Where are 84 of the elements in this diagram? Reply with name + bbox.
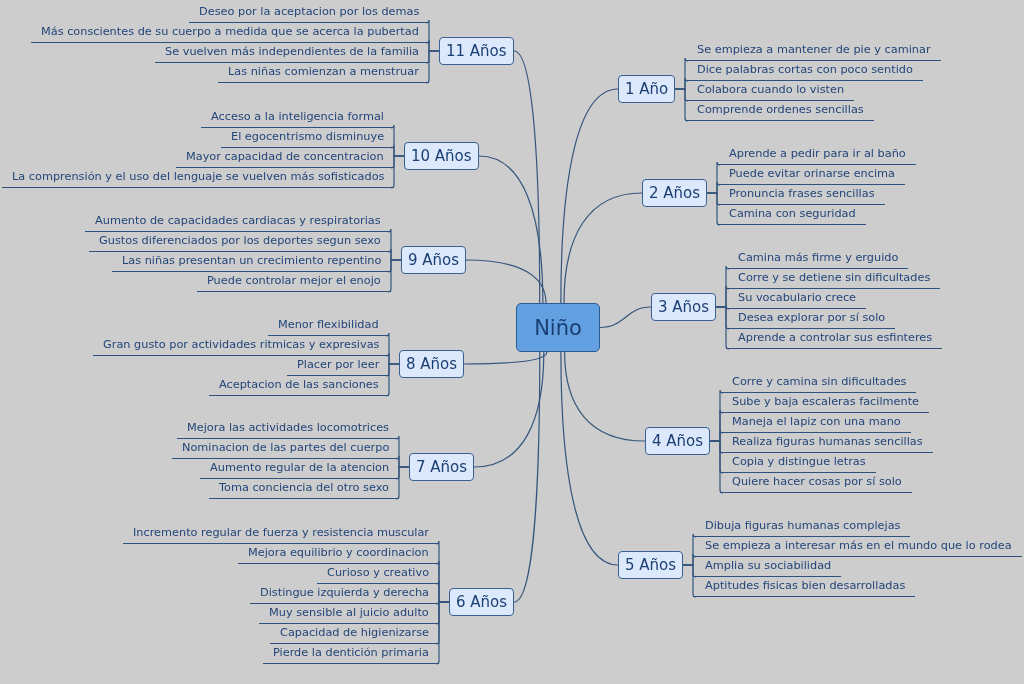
- subtopic-text: Aceptacion de las sanciones: [209, 376, 389, 396]
- subtopic-text: Curioso y creativo: [317, 564, 440, 584]
- subtopic-text: Gran gusto por actividades ritmicas y expresivas: [93, 336, 390, 356]
- connector-line: [563, 192, 643, 304]
- subtopic-text: Corre y se detiene sin dificultades: [726, 269, 941, 289]
- topic-box: 11 Años: [439, 37, 514, 65]
- subtopic-text: Aprende a controlar sus esfinteres: [726, 329, 943, 349]
- topic-box: 3 Años: [651, 293, 717, 321]
- central-topic-box: Niño: [516, 303, 600, 352]
- subtopic-text: Puede evitar orinarse encima: [717, 165, 906, 185]
- connector-line: [513, 50, 541, 304]
- subtopic-text: Aprende a pedir para ir al baño: [717, 145, 916, 165]
- connector-line: [395, 466, 410, 500]
- subtopic-text: Camina más firme y erguido: [726, 249, 909, 269]
- connector-line: [709, 440, 724, 494]
- connector-line: [387, 259, 402, 293]
- subtopic-text: Incremento regular de fuerza y resistencia muscular: [123, 524, 440, 544]
- subtopic-text: Distingue izquierda y derecha: [250, 584, 439, 604]
- topic-box: 5 Años: [618, 551, 684, 579]
- subtopic-text: Corre y camina sin dificultades: [720, 373, 917, 393]
- subtopic-text: Colabora cuando lo visten: [685, 81, 855, 101]
- subtopic-text: Aumento de capacidades cardiacas y respiratorias: [85, 212, 391, 232]
- connector-line: [390, 155, 405, 189]
- subtopic-text: Dice palabras cortas con poco sentido: [685, 61, 923, 81]
- connector-line: [435, 601, 450, 665]
- subtopic-text: Mejora las actividades locomotrices: [177, 419, 399, 439]
- subtopic-text: Pronuncia frases sencillas: [717, 185, 885, 205]
- connector-line: [564, 351, 646, 442]
- subtopic-text: Mayor capacidad de concentracion: [176, 148, 394, 168]
- topic-box: 7 Años: [409, 453, 475, 481]
- connector-line: [478, 155, 544, 304]
- subtopic-text: Pierde la dentición primaria: [263, 644, 439, 664]
- connector-line: [473, 351, 545, 468]
- subtopic-text: Se vuelven más independientes de la familia: [155, 43, 430, 63]
- connector-line: [682, 564, 697, 598]
- subtopic-text: Se empieza a mantener de pie y caminar: [685, 41, 941, 61]
- subtopic-text: Más conscientes de su cuerpo a medida que se acerca la pubertad: [31, 23, 429, 43]
- subtopic-text: El egocentrismo disminuye: [221, 128, 395, 148]
- subtopic-text: La comprensión y el uso del lenguaje se vuelven más sofisticados: [2, 168, 395, 188]
- subtopic-text: Gustos diferenciados por los deportes segun sexo: [89, 232, 391, 252]
- connector-line: [463, 351, 548, 365]
- subtopic-text: Nominacion de las partes del cuerpo: [172, 439, 400, 459]
- subtopic-text: Quiere hacer cosas por sí solo: [720, 473, 912, 493]
- topic-box: 2 Años: [642, 179, 708, 207]
- connector-line: [465, 259, 547, 304]
- subtopic-text: Toma conciencia del otro sexo: [209, 479, 399, 499]
- subtopic-text: Amplia su sociabilidad: [693, 557, 842, 577]
- subtopic-text: Las niñas presentan un crecimiento repentino: [112, 252, 392, 272]
- connector-line: [513, 351, 541, 603]
- subtopic-text: Placer por leer: [287, 356, 390, 376]
- topic-box: 10 Años: [404, 142, 479, 170]
- subtopic-text: Desea explorar por sí solo: [726, 309, 896, 329]
- connector-line: [560, 88, 619, 304]
- subtopic-text: Mejora equilibrio y coordinacion: [238, 544, 439, 564]
- topic-box: 9 Años: [401, 246, 467, 274]
- subtopic-text: Maneja el lapiz con una mano: [720, 413, 911, 433]
- connector-line: [706, 192, 721, 226]
- subtopic-text: Aumento regular de la atencion: [200, 459, 400, 479]
- subtopic-text: Aptitudes fisicas bien desarrolladas: [693, 577, 916, 597]
- subtopic-text: Se empieza a interesar más en el mundo que lo rodea: [693, 537, 1022, 557]
- connector-line: [715, 306, 730, 350]
- connector-line: [599, 306, 652, 329]
- subtopic-text: Sube y baja escaleras facilmente: [720, 393, 930, 413]
- subtopic-text: Camina con seguridad: [717, 205, 866, 225]
- connector-line: [674, 88, 689, 122]
- subtopic-text: Acceso a la inteligencia formal: [201, 108, 394, 128]
- subtopic-text: Realiza figuras humanas sencillas: [720, 433, 933, 453]
- subtopic-text: Copia y distingue letras: [720, 453, 876, 473]
- topic-box: 6 Años: [449, 588, 515, 616]
- subtopic-text: Menor flexibilidad: [268, 316, 389, 336]
- subtopic-text: Su vocabulario crece: [726, 289, 867, 309]
- subtopic-text: Deseo por la aceptacion por los demas: [189, 3, 430, 23]
- connector-line: [385, 363, 400, 397]
- topic-box: 1 Año: [618, 75, 676, 103]
- connector-line: [560, 351, 619, 566]
- topic-box: 4 Años: [645, 427, 711, 455]
- subtopic-text: Comprende ordenes sencillas: [685, 101, 874, 121]
- subtopic-text: Muy sensible al juicio adulto: [259, 604, 439, 624]
- subtopic-text: Capacidad de higienizarse: [270, 624, 439, 644]
- connector-line: [425, 50, 440, 84]
- subtopic-text: Las niñas comienzan a menstruar: [218, 63, 429, 83]
- subtopic-text: Dibuja figuras humanas complejas: [693, 517, 911, 537]
- topic-box: 8 Años: [399, 350, 465, 378]
- subtopic-text: Puede controlar mejor el enojo: [197, 272, 391, 292]
